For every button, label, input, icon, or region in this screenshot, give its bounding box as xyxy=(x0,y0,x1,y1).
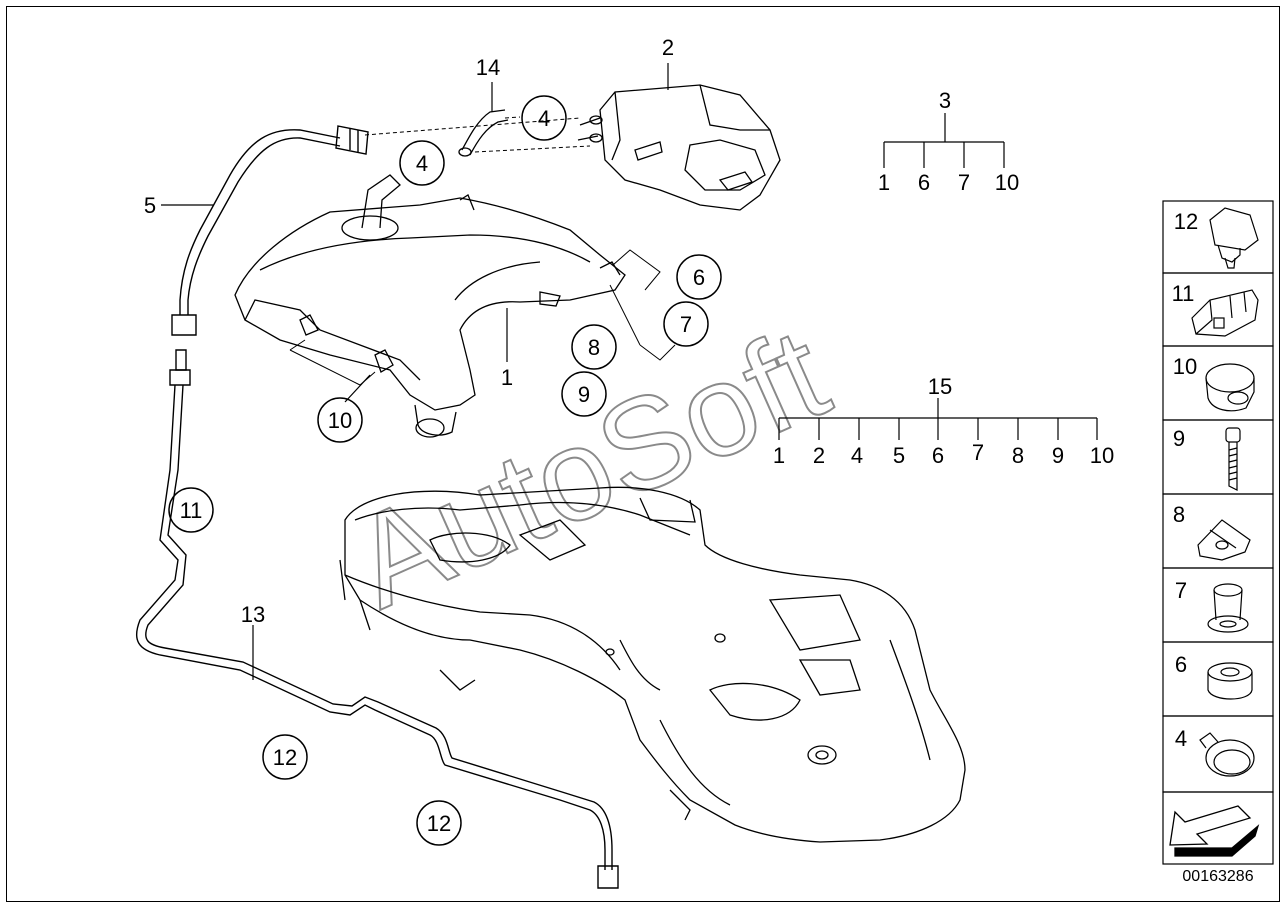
kit-15-item-7: 7 xyxy=(972,440,984,465)
callout-12-a: 12 xyxy=(273,745,297,770)
kit-3-header: 3 xyxy=(939,88,951,113)
callout-10: 10 xyxy=(328,408,352,433)
kit-15-item-5: 5 xyxy=(893,443,905,468)
kit-3-item-7: 7 xyxy=(958,170,970,195)
kit-15-item-2: 2 xyxy=(813,443,825,468)
callout-14: 14 xyxy=(476,55,500,80)
fuel-lines xyxy=(135,125,619,889)
expansion-tank xyxy=(234,174,626,438)
kit-15-item-10: 10 xyxy=(1090,443,1114,468)
kit-3-tree xyxy=(883,113,1005,168)
panel-7-bushing-icon xyxy=(1207,583,1249,633)
panel-label-12: 12 xyxy=(1174,209,1198,234)
panel-8-nut-clip-icon xyxy=(1197,519,1251,561)
panel-label-10: 10 xyxy=(1173,354,1197,379)
callout-12-b: 12 xyxy=(427,811,451,836)
callout-5: 5 xyxy=(144,193,156,218)
panel-6-grommet-icon xyxy=(1207,662,1253,700)
panel-10-grommet-icon xyxy=(1205,363,1255,412)
callout-2: 2 xyxy=(662,35,674,60)
kit-15-tree xyxy=(778,398,1098,440)
fuel-tank-outline xyxy=(339,486,966,843)
panel-4-hose-clamp-icon xyxy=(1199,732,1255,777)
panel-label-4: 4 xyxy=(1175,726,1187,751)
kit-3-item-1: 1 xyxy=(878,170,890,195)
charcoal-canister xyxy=(577,84,781,211)
callout-8: 8 xyxy=(588,335,600,360)
callout-7: 7 xyxy=(680,312,692,337)
kit-15-item-6: 6 xyxy=(932,443,944,468)
panel-12-clip-icon xyxy=(1209,207,1259,269)
panel-label-8: 8 xyxy=(1173,502,1185,527)
panel-11-clip-icon xyxy=(1191,289,1259,337)
kit-15-item-1: 1 xyxy=(773,443,785,468)
kit-15-item-4: 4 xyxy=(851,443,863,468)
diagram-frame xyxy=(6,6,1280,902)
panel-label-9: 9 xyxy=(1173,426,1185,451)
panel-9-screw-icon xyxy=(1225,427,1241,491)
panel-arrow-icon xyxy=(1169,805,1260,857)
hose-part-14 xyxy=(458,109,509,157)
callout-13: 13 xyxy=(241,602,265,627)
kit-15-header: 15 xyxy=(928,374,952,399)
callout-6: 6 xyxy=(693,265,705,290)
panel-label-7: 7 xyxy=(1175,578,1187,603)
callout-4-top: 4 xyxy=(538,106,550,131)
kit-3-item-6: 6 xyxy=(918,170,930,195)
panel-label-11: 11 xyxy=(1172,281,1195,306)
callout-1: 1 xyxy=(501,365,513,390)
circled-callouts xyxy=(168,95,722,846)
callout-9: 9 xyxy=(578,382,590,407)
panel-label-6: 6 xyxy=(1175,652,1187,677)
kit-15-item-9: 9 xyxy=(1052,443,1064,468)
leader-lines xyxy=(364,116,591,153)
callout-11: 11 xyxy=(180,498,203,523)
callout-4-lower: 4 xyxy=(416,151,428,176)
kit-15-item-8: 8 xyxy=(1012,443,1024,468)
kit-3-item-10: 10 xyxy=(995,170,1019,195)
callout-leaders xyxy=(161,63,669,680)
parts-panel: 12 11 10 9 8 7 6 4 xyxy=(1162,200,1274,865)
document-number: 00163286 xyxy=(1182,868,1254,885)
